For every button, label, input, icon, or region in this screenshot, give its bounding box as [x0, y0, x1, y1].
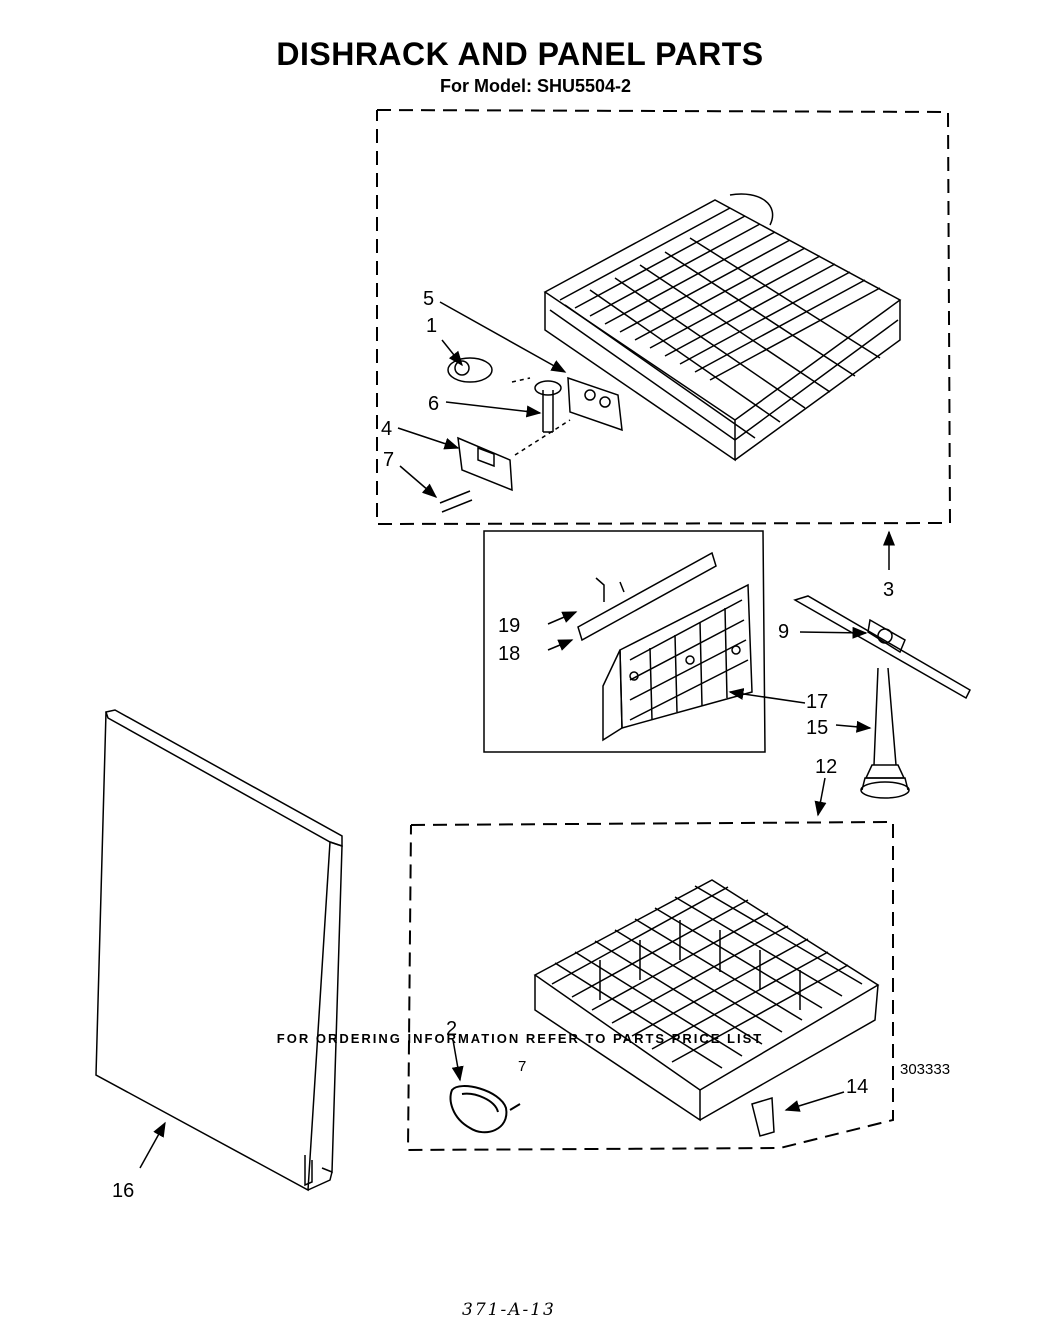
ordering-info-note: FOR ORDERING INFORMATION REFER TO PARTS …: [276, 1031, 764, 1046]
rack-roller: [449, 1085, 521, 1134]
callout-16: 16: [112, 1180, 134, 1202]
callout-14: 14: [846, 1076, 868, 1098]
lower-dishrack: [533, 879, 880, 1122]
callout-18: 18: [498, 643, 520, 665]
access-panel: [95, 709, 343, 1192]
callout-4: 4: [381, 418, 392, 440]
callout-3: 3: [883, 579, 894, 601]
callout-9: 9: [778, 621, 789, 643]
callout-5: 5: [423, 288, 434, 310]
document-number: 303333: [900, 1061, 951, 1078]
callout-19: 19: [498, 615, 520, 637]
callout-2: 2: [446, 1018, 457, 1040]
callout-6: 6: [428, 393, 439, 415]
callout-12: 12: [815, 756, 837, 778]
upper-dishrack: [543, 193, 902, 462]
callout-17: 17: [806, 691, 828, 713]
callout-1: 1: [426, 315, 437, 337]
page-title: DISHRACK AND PANEL PARTS: [276, 36, 764, 72]
lower-rack-group-box: [406, 820, 894, 1152]
model-subtitle: For Model: SHU5504-2: [440, 76, 632, 96]
page-number: 7: [518, 1058, 527, 1075]
handwritten-note: 371-A-13: [462, 1300, 556, 1320]
upper-rack-group-box: [376, 109, 952, 526]
callout-7: 7: [383, 449, 394, 471]
callout-15: 15: [806, 717, 828, 739]
spray-arm: [793, 595, 971, 700]
rack-adjuster-parts: [439, 357, 623, 513]
filter-panel: [577, 551, 753, 742]
rack-stop-clip: [751, 1097, 775, 1137]
spray-tube: [860, 667, 910, 799]
filter-panel-group-box: [483, 530, 766, 753]
